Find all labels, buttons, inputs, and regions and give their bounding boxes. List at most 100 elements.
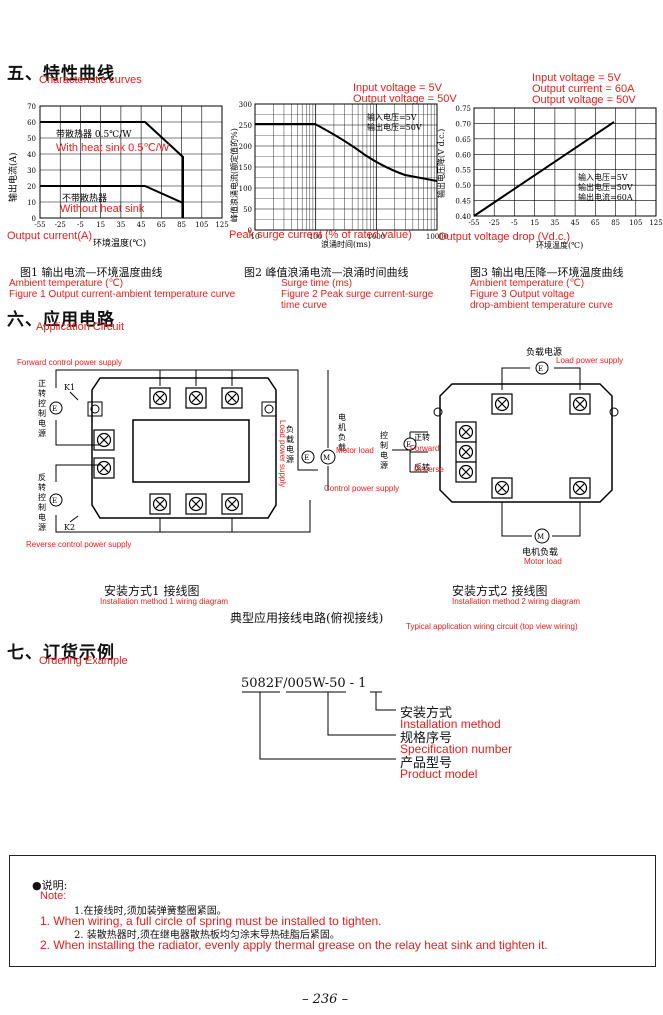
fig3-x-tick: -5 <box>511 219 518 227</box>
char: 源 <box>38 429 46 438</box>
fig3-ylabel-en: Output voltage drop (Vd.c.) <box>438 231 570 243</box>
fig1-x-tick: 65 <box>157 221 166 229</box>
fig2-legend-output: 输出电压=50V <box>367 122 422 132</box>
circuit-diagram-2: E M E 负载电源 Load power supply 控制电源 正转 For… <box>380 346 623 566</box>
circuit2-motor-en: Motor load <box>524 557 562 566</box>
char: 机 <box>338 422 346 432</box>
terminal-control-screw <box>96 460 112 476</box>
fig2-x-tick: 1000 <box>367 233 385 241</box>
relay-body-1 <box>91 377 277 519</box>
svg-text:E: E <box>538 365 543 373</box>
terminal2-top-right-slot-b <box>575 399 585 409</box>
fig1-x-tick: 105 <box>195 221 208 229</box>
char: 转 <box>38 482 46 492</box>
ordering-model-label: 产品型号 <box>400 756 453 771</box>
fig2-legend-input: 输入电压=5V <box>367 112 417 122</box>
fig1-ylabel: 输出电流(A) <box>7 152 19 202</box>
circuit2-terminals <box>455 393 591 499</box>
fig1-y-tick: 40 <box>27 151 36 159</box>
circuit1-terminals <box>93 387 243 515</box>
typical-wiring-title-en: Typical application wiring circuit (top … <box>406 622 578 631</box>
char: 载 <box>286 434 294 444</box>
terminal-bottom-screw <box>224 496 240 512</box>
fig3-x-tick: -25 <box>489 219 500 227</box>
fig1-caption-en1: Ambient temperature (℃) <box>9 278 124 289</box>
ordering-model: 5082F <box>241 676 284 691</box>
char: 源 <box>380 461 388 470</box>
ordering-spec-label-en: Specification number <box>400 742 513 756</box>
fig1-y-tick: 10 <box>27 199 36 207</box>
motor-load-cn: 电机负载 <box>338 412 346 452</box>
svg-text:M: M <box>537 533 544 541</box>
fig3-x-tick: 85 <box>611 219 620 227</box>
fig1-curve-noheatsink-en: Without heat sink <box>60 203 145 215</box>
fig2-y-tick: 0 <box>248 227 252 235</box>
section-subtitle-ordering: Ordering Example <box>39 655 128 667</box>
forward-control-cn: 正转控制电源 <box>38 379 46 438</box>
k1-switch-label: K1 <box>64 383 75 392</box>
char: 负 <box>338 432 346 442</box>
relay-body-2 <box>439 383 613 503</box>
control-power-en: Control power supply <box>324 484 399 493</box>
load-power-cn: 负载电源 <box>286 424 294 464</box>
ordering-install-label: 安装方式 <box>400 706 453 721</box>
fig1-y-tick: 60 <box>27 119 36 127</box>
fig3-caption-en3: drop-ambient temperature curve <box>470 300 613 311</box>
terminal2-bottom-left-slot-b <box>497 483 507 493</box>
section-title-characteristic: 五、特性曲线 <box>7 64 115 84</box>
typical-wiring-title: 典型应用接线电路(俯视接线) <box>230 611 384 625</box>
terminal-control-screw <box>96 432 112 448</box>
control-power-source-2 <box>403 437 417 451</box>
terminal2-control-slot-b <box>461 427 471 437</box>
fig3-caption: 图3 输出电压降—环境温度曲线 <box>470 266 624 279</box>
fig3-red-output: Output voltage = 50V <box>532 94 636 106</box>
fig3-caption-en2: Figure 3 Output voltage <box>470 289 575 300</box>
fig3-voltage-drop-line <box>473 121 615 217</box>
char: 控 <box>380 430 388 440</box>
fig3-y-tick: 0.60 <box>455 151 471 159</box>
fig2-ylabel-en: Peak surge current (% of rated value) <box>229 229 412 241</box>
fig3-y-tick: 0.55 <box>455 167 471 175</box>
forward-en: Forward <box>410 444 439 453</box>
fig3-red-current: Output current = 60A <box>532 83 635 95</box>
svg-text:M: M <box>323 454 330 462</box>
terminal-bottom-slot-b <box>155 499 165 509</box>
fig2-x-tick: 10000 <box>426 233 448 241</box>
circuit2-caption-en: Installation method 2 wiring diagram <box>452 597 581 606</box>
terminal2-bottom-right-slot-b <box>575 483 585 493</box>
fig2-caption-en2: Figure 2 Peak surge current-surge <box>281 289 434 300</box>
terminal2-bottom-left-screw <box>494 480 510 496</box>
char: 载 <box>338 442 346 452</box>
fig3-x-tick: 105 <box>629 219 642 227</box>
fig3-xlabel: 环境温度(℃) <box>536 240 583 250</box>
terminal2-top-right-screw <box>572 396 588 412</box>
fig3-y-tick: 0.70 <box>455 120 471 128</box>
fig2-xlabel: 浪涌时间(ms) <box>321 239 371 249</box>
notes-title-en: Note: <box>40 890 67 902</box>
fig2-y-tick: 250 <box>239 122 252 130</box>
forward-power-source <box>49 401 63 415</box>
forward-power-label: Forward control power supply <box>17 358 122 367</box>
fig1-y-tick: 0 <box>32 215 36 223</box>
fig2-ylabel: 峰值浪涌电流(额定值的%) <box>229 128 239 222</box>
terminal2-control-slot-b <box>461 447 471 457</box>
reverse-power-source <box>49 493 63 507</box>
relay-window <box>132 419 250 483</box>
ordering-install-label-en: Installation method <box>400 717 501 731</box>
relay2-mount-hole-right <box>609 407 619 417</box>
circuit2-control-power-cn: 控制电源 <box>380 430 388 470</box>
note-2: 2. 装散热器时,须在继电器散热板均匀涂末导热硅脂后紧固。 <box>74 930 340 941</box>
fig3-legend-input: 输入电压=5V <box>578 172 628 182</box>
ordering-model-code: 5082F/005W-50-1 <box>241 676 366 691</box>
section-title-ordering: 七、订货示例 <box>7 643 115 663</box>
terminal2-control-slot-b <box>461 467 471 477</box>
relay2-mount-hole-left <box>433 407 443 417</box>
fig2-red-input: Input voltage = 5V <box>353 82 443 94</box>
circuit2-load-power-en: Load power supply <box>556 356 623 365</box>
fig3-ylabel: 输出电压降(V d.c.) <box>436 129 446 198</box>
svg-text:E: E <box>52 405 57 413</box>
circuit1-caption-en: Installation method 1 wiring diagram <box>100 597 229 606</box>
fig2-caption-en1: Surge time (ms) <box>281 278 353 289</box>
